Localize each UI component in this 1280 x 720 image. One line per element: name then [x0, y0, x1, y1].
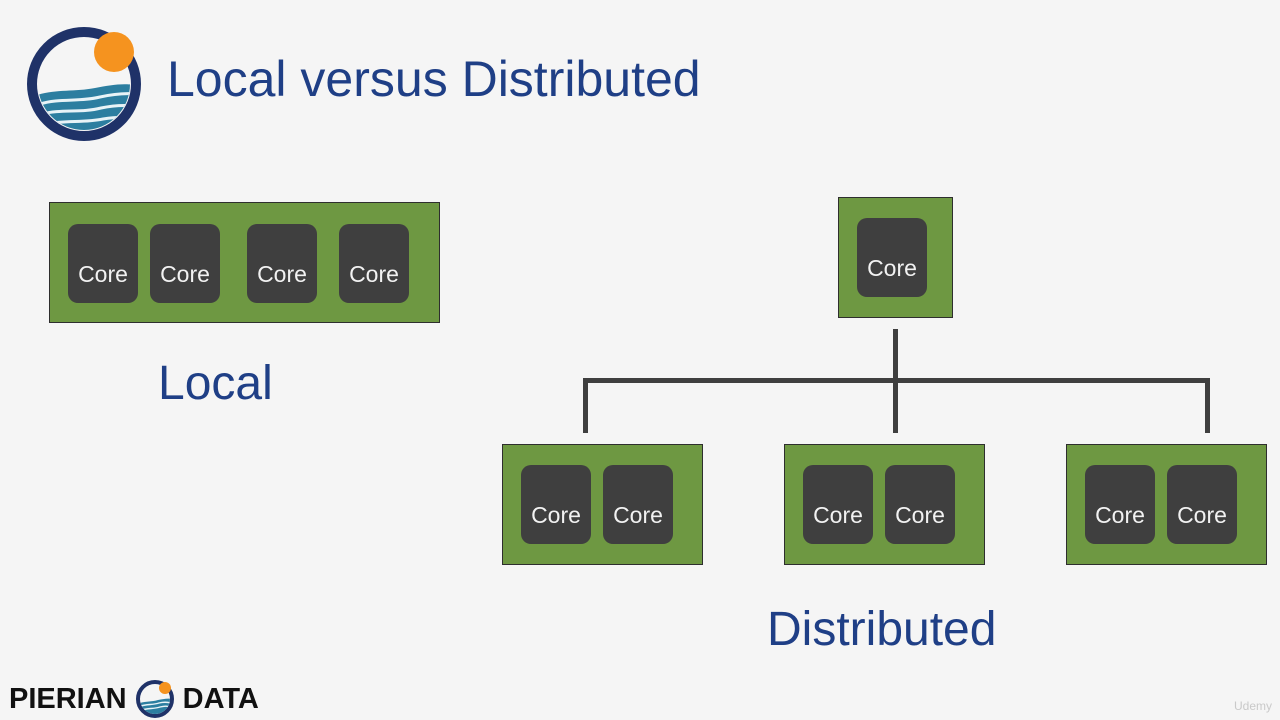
core-chip: Core — [857, 218, 927, 297]
core-chip: Core — [339, 224, 409, 303]
brand-right-text: DATA — [182, 682, 259, 715]
local-board: Core Core Core Core — [49, 202, 440, 323]
core-label: Core — [613, 502, 663, 528]
core-label: Core — [1095, 502, 1145, 528]
watermark: Udemy — [1233, 699, 1272, 713]
core-chip: Core — [247, 224, 317, 303]
core-label: Core — [895, 502, 945, 528]
core-label: Core — [1177, 502, 1227, 528]
connector-drop-right — [1205, 378, 1210, 433]
core-chip: Core — [603, 465, 673, 544]
distributed-worker-board: Core Core — [1066, 444, 1267, 565]
distributed-worker-board: Core Core — [502, 444, 703, 565]
core-chip: Core — [885, 465, 955, 544]
footer-logo-icon — [135, 680, 174, 718]
core-label: Core — [349, 261, 399, 287]
core-label: Core — [867, 255, 917, 281]
pierian-logo-icon — [27, 27, 141, 141]
brand-left-text: PIERIAN — [9, 682, 127, 715]
core-label: Core — [813, 502, 863, 528]
slide-title: Local versus Distributed — [167, 51, 701, 107]
distributed-master-board: Core — [838, 197, 953, 318]
core-label: Core — [160, 261, 210, 287]
local-label: Local — [158, 357, 273, 410]
core-label: Core — [531, 502, 581, 528]
core-label: Core — [78, 261, 128, 287]
connector-drop-left — [583, 378, 588, 433]
core-chip: Core — [803, 465, 873, 544]
core-chip: Core — [1167, 465, 1237, 544]
core-chip: Core — [521, 465, 591, 544]
connector-bus — [583, 378, 1210, 383]
footer-brand: PIERIAN DATA — [9, 679, 259, 719]
core-chip: Core — [68, 224, 138, 303]
core-chip: Core — [1085, 465, 1155, 544]
core-chip: Core — [150, 224, 220, 303]
distributed-worker-board: Core Core — [784, 444, 985, 565]
core-label: Core — [257, 261, 307, 287]
distributed-label: Distributed — [767, 603, 997, 656]
